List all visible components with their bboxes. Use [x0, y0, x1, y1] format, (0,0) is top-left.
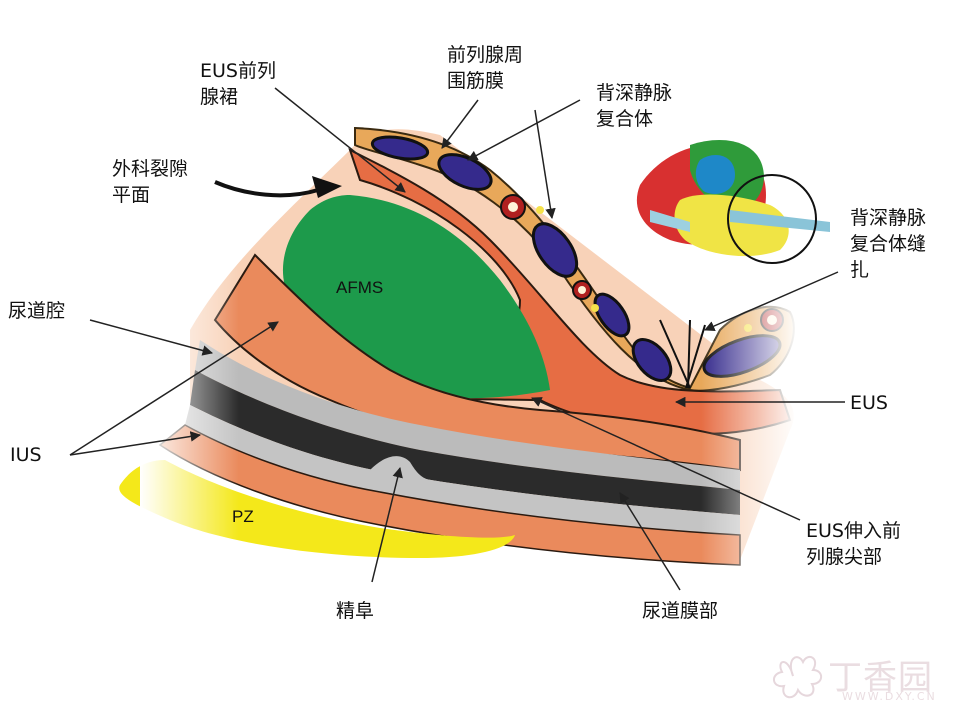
label-eus: EUS	[850, 392, 888, 414]
leader-dvc-ligation	[704, 271, 839, 332]
label-afms: AFMS	[336, 278, 384, 297]
label-ius: IUS	[10, 444, 42, 466]
label-membranous-urethra: 尿道膜部	[642, 600, 719, 622]
label-eus-apex: EUS伸入前 列腺尖部	[806, 520, 901, 568]
watermark-logo-icon	[758, 648, 828, 704]
leader-eus-skirt	[274, 87, 406, 193]
surgical-plane-arrow	[214, 176, 342, 198]
label-urethral-lumen: 尿道腔	[8, 300, 66, 322]
watermark-text: 丁香园	[828, 658, 933, 698]
leader-dvc-b	[534, 109, 556, 220]
leader-ius-a	[69, 321, 279, 456]
dvc-ligation-suture	[659, 319, 706, 389]
leader-ius-b	[69, 431, 202, 456]
leader-lines	[69, 87, 845, 591]
label-periprostatic-fascia: 前列腺周 围筋膜	[447, 44, 524, 92]
leader-dvc-a	[467, 99, 581, 161]
leader-urethral-lumen	[89, 319, 214, 356]
label-eus-skirt: EUS前列 腺裙	[200, 60, 276, 108]
leader-membranous-urethra	[619, 492, 681, 591]
watermark-url: WWW.DXY.CN	[842, 690, 937, 703]
label-verumontanum: 精阜	[336, 600, 375, 622]
leader-verumontanum	[371, 466, 403, 583]
label-surgical-plane: 外科裂隙 平面	[112, 158, 189, 206]
leader-eus-apex	[531, 397, 801, 521]
leader-fascia	[441, 99, 479, 149]
label-pz: PZ	[232, 507, 254, 526]
label-dvc-ligation: 背深静脉 复合体缝 扎	[850, 207, 927, 281]
label-dvc: 背深静脉 复合体	[596, 82, 673, 130]
inset-prostate-illustration	[636, 140, 830, 264]
